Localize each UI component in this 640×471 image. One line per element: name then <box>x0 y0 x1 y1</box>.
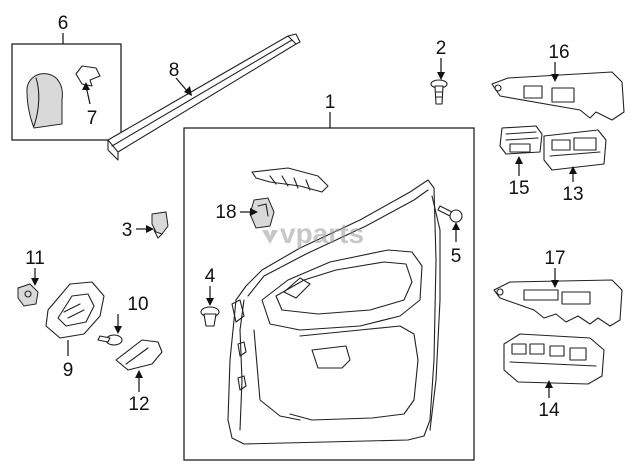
callout-1: 1 <box>325 92 336 113</box>
part-8-weatherstrip <box>107 33 301 161</box>
callout-9: 9 <box>63 360 74 381</box>
leader-lines <box>31 33 577 398</box>
watermark-text: vparts <box>280 218 364 249</box>
part-9-bracket <box>45 281 105 339</box>
callout-11: 11 <box>25 248 45 269</box>
part-11-clip <box>17 283 39 307</box>
watermark: vparts <box>262 218 364 249</box>
watermark-logo-icon <box>262 230 278 244</box>
part-2-bolt <box>430 79 448 105</box>
callout-14: 14 <box>538 400 560 421</box>
part-6-clip-shape <box>26 73 63 129</box>
callout-16: 16 <box>548 42 569 63</box>
part-14-master-switch <box>503 333 605 385</box>
callout-18: 18 <box>215 202 236 223</box>
callout-4: 4 <box>205 266 216 287</box>
callout-13: 13 <box>562 184 583 205</box>
callout-15: 15 <box>508 178 529 199</box>
part-3-clip <box>151 211 169 239</box>
part-10-screw <box>97 334 123 346</box>
callout-10: 10 <box>127 294 148 315</box>
pull-handle-trim <box>251 167 329 193</box>
part-15-switch <box>499 125 543 155</box>
callout-6: 6 <box>58 13 69 34</box>
callout-8: 8 <box>169 60 180 81</box>
callout-12: 12 <box>128 394 149 415</box>
part-17-switch-bezel <box>493 279 623 327</box>
part-4-clip <box>200 306 220 327</box>
callout-labels: 1 2 3 4 5 6 7 8 9 10 11 12 13 14 15 16 1… <box>25 13 583 421</box>
callout-7: 7 <box>87 108 98 129</box>
callout-3: 3 <box>122 220 133 241</box>
part-12-cover <box>115 339 163 371</box>
callout-2: 2 <box>436 38 447 59</box>
part-6-clip-edge <box>33 77 40 127</box>
callout-5: 5 <box>451 246 462 267</box>
part-1-door-panel <box>227 179 441 445</box>
part-7-clip-shape <box>75 65 101 87</box>
part-6-box <box>11 43 122 141</box>
part-13-switch <box>543 129 607 171</box>
part-16-switch-bezel <box>491 71 625 121</box>
part-1-box <box>183 127 475 461</box>
part-5-screw <box>437 205 463 223</box>
part-6-group <box>11 43 122 141</box>
callout-17: 17 <box>544 248 565 269</box>
